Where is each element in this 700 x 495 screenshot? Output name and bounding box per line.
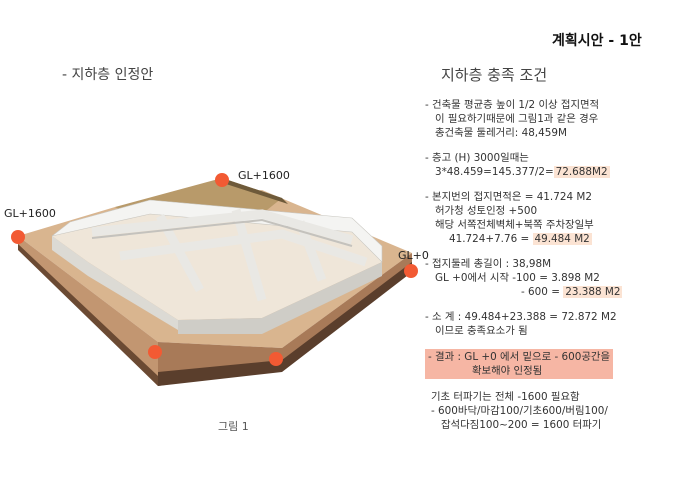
note-line: - 소 계 : 49.484+23.388 = 72.872 M2	[425, 311, 617, 323]
note-line: - 본지번의 접지면적은 = 41.724 M2	[425, 191, 592, 203]
note-block-7: 기초 터파기는 전체 -1600 필요함 - 600바닥/마감100/기초600…	[425, 390, 695, 432]
note-line: 41.724+7.76 = 49.484 M2	[425, 232, 695, 246]
interior-wall-shadow	[91, 218, 353, 247]
note-line: 기초 터파기는 전체 -1600 필요함	[431, 391, 580, 403]
gl-label-top: GL+1600	[238, 169, 290, 182]
note-text: - 600 =	[521, 286, 560, 298]
gl-label-left: GL+1600	[4, 207, 56, 220]
north-berm-dark	[222, 178, 288, 204]
page-title: 계획시안 - 1안	[552, 33, 642, 49]
note-line: - 600바닥/마감100/기초600/버림100/	[431, 405, 608, 417]
site-ground-front-right	[158, 253, 412, 386]
note-line: 3*48.459=145.377/2=72.688M2	[425, 165, 695, 179]
gl-marker-top	[215, 173, 229, 187]
highlight-value: 23.388 M2	[563, 286, 623, 298]
note-block-1: - 건축물 평균층 높이 1/2 이상 접지면적 이 필요하기때문에 그림1과 …	[425, 98, 695, 140]
note-line: - 결과 : GL +0 에서 밑으로 - 600공간을	[428, 351, 611, 363]
note-block-3: - 본지번의 접지면적은 = 41.724 M2 허가청 성토인정 +500 해…	[425, 190, 695, 246]
interior-wall-1	[91, 209, 354, 245]
note-text: 3*48.459=145.377/2=	[435, 166, 554, 178]
gl-marker-front-right	[269, 352, 283, 366]
conditions-notes: - 건축물 평균층 높이 1/2 이상 접지면적 이 필요하기때문에 그림1과 …	[425, 98, 695, 443]
result-highlight: - 결과 : GL +0 에서 밑으로 - 600공간을 확보해야 인정됨	[425, 349, 614, 379]
gl-marker-front-left	[148, 345, 162, 359]
note-line: - 접지둘레 총길이 : 38,98M	[425, 258, 552, 270]
note-line: - 건축물 평균층 높이 1/2 이상 접지면적	[425, 99, 600, 111]
note-block-5: - 소 계 : 49.484+23.388 = 72.872 M2 이므로 충족…	[425, 310, 695, 338]
note-line: - 600 = 23.388 M2	[425, 285, 695, 299]
note-line: 허가청 성토인정 +500	[435, 205, 538, 217]
building-wall-front	[178, 262, 382, 334]
note-text: 41.724+7.76 =	[449, 233, 530, 245]
note-line: GL +0에서 시작 -100 = 3.898 M2	[435, 272, 600, 284]
left-heading: - 지하층 인정안	[62, 67, 154, 83]
highlight-value: 49.484 M2	[532, 233, 592, 245]
note-block-2: - 층고 (H) 3000일때는 3*48.459=145.377/2=72.6…	[425, 151, 695, 179]
note-line: - 층고 (H) 3000일때는	[425, 152, 529, 164]
gl-marker-left	[11, 230, 25, 244]
interior-wall-4	[231, 208, 267, 302]
gl-label-right: GL+0	[398, 249, 429, 262]
note-block-result: - 결과 : GL +0 에서 밑으로 - 600공간을 확보해야 인정됨	[425, 349, 695, 379]
note-line: 이므로 충족요소가 됨	[435, 325, 528, 337]
site-ground-left-dark	[18, 244, 158, 386]
right-heading: 지하층 충족 조건	[441, 66, 548, 84]
building-wall-left	[52, 236, 178, 330]
gl-marker-right	[404, 264, 418, 278]
note-block-4: - 접지둘레 총길이 : 38,98M GL +0에서 시작 -100 = 3.…	[425, 257, 695, 299]
note-line: 확보해야 인정됨	[472, 365, 543, 377]
figure-caption: 그림 1	[218, 420, 249, 433]
note-line: 이 필요하기때문에 그림1과 같은 경우	[435, 113, 599, 125]
note-line: 총건축물 둘레거리: 48,459M	[435, 127, 567, 139]
note-line: 해당 서쪽전체벽체+북쪽 주차장일부	[435, 219, 594, 231]
site-ground-dark-edge	[158, 262, 412, 386]
highlight-value: 72.688M2	[553, 166, 610, 178]
interior-wall-3	[156, 213, 204, 293]
note-line: 잡석다짐100~200 = 1600 터파기	[441, 419, 602, 431]
building-wall-top	[51, 199, 383, 263]
